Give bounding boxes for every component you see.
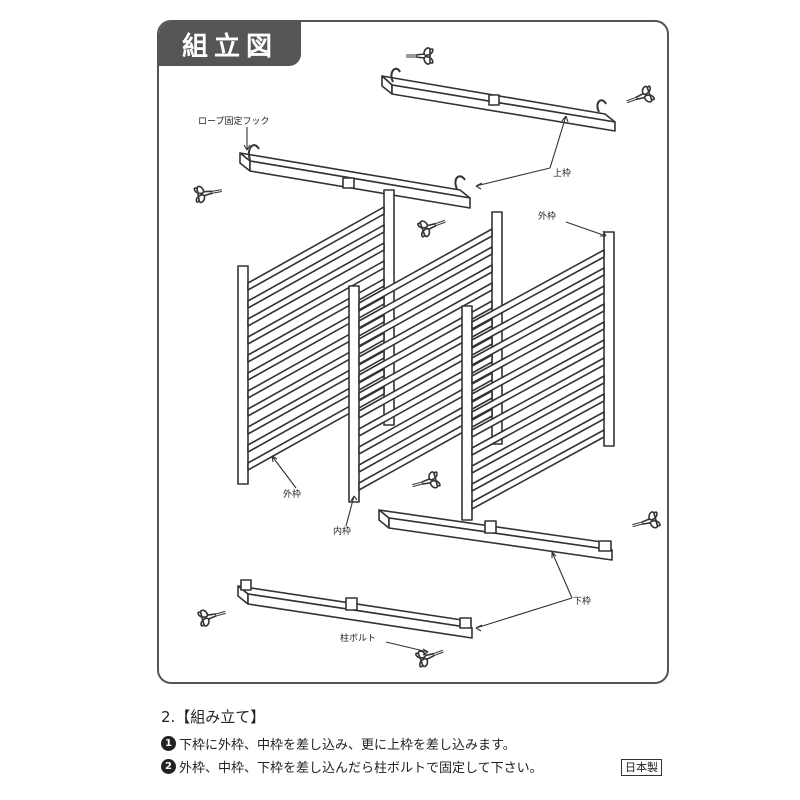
wing-bolt-icon <box>408 469 442 495</box>
instruction-2-text: 外枠、中枠、下枠を差し込んだら柱ボルトで固定して下さい。 <box>179 761 543 776</box>
step-number-2-icon: 2 <box>161 759 176 774</box>
bottom-beam-right <box>378 509 613 561</box>
label-top-frame: 上枠 <box>553 167 571 179</box>
step-number-1-icon: 1 <box>161 736 176 751</box>
wing-bolt-icon <box>196 603 230 629</box>
label-outer-frame-left: 外枠 <box>283 488 301 500</box>
wing-bolt-icon <box>192 181 225 205</box>
label-outer-frame-right: 外枠 <box>538 210 556 222</box>
leader-lines <box>243 115 607 656</box>
step-heading: 2.【組み立て】 <box>161 708 266 726</box>
diagram-title: 組立図 <box>159 22 301 66</box>
outer-frame-right <box>461 231 615 521</box>
top-beam-front <box>239 144 471 209</box>
made-in-japan-badge: 日本製 <box>621 759 662 776</box>
instruction-2: 2 外枠、中枠、下枠を差し込んだら柱ボルトで固定して下さい。 <box>161 757 543 776</box>
wing-bolt-icon <box>415 212 450 240</box>
wing-bolt-icon <box>628 509 662 535</box>
bottom-beam-left <box>237 579 473 639</box>
label-inner-frame: 内枠 <box>333 525 351 537</box>
label-bottom-frame: 下枠 <box>573 595 591 607</box>
top-beam-back <box>381 67 616 132</box>
instruction-1: 1 下枠に外枠、中枠を差し込み、更に上枠を差し込みます。 <box>161 734 516 753</box>
label-rope-hook: ロープ固定フック <box>198 115 269 127</box>
wing-bolt-icon <box>622 83 657 111</box>
wing-bolt-icon <box>404 46 435 66</box>
label-column-bolt: 柱ボルト <box>340 632 376 644</box>
diagram-frame <box>157 20 669 684</box>
instruction-1-text: 下枠に外枠、中枠を差し込み、更に上枠を差し込みます。 <box>179 738 516 753</box>
wing-bolt-icon <box>413 642 448 670</box>
